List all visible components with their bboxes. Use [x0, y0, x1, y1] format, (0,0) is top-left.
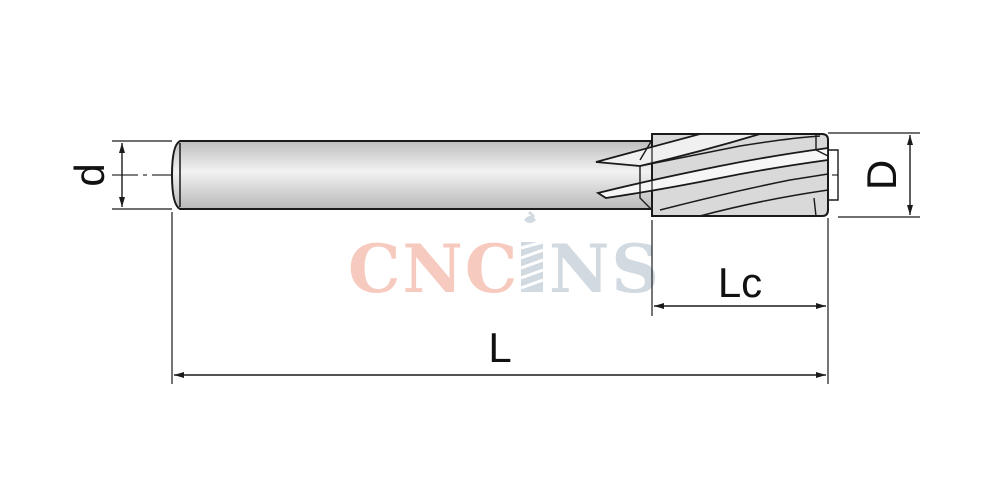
dimension-Lc: Lc [651, 218, 829, 316]
flute-1 [595, 133, 761, 167]
dimension-label-d: d [66, 163, 113, 186]
watermark: CNC NS [348, 210, 661, 308]
flute-2 [595, 146, 829, 199]
dimension-d: d [66, 140, 172, 210]
watermark-text-ns: NS [549, 230, 661, 308]
dimension-label-D: D [858, 160, 905, 190]
dimension-L: L [171, 212, 829, 384]
dimension-D: D [828, 132, 920, 218]
watermark-drill-logo-icon [520, 210, 544, 292]
dimension-label-L: L [488, 324, 511, 371]
cutting-head [595, 133, 839, 217]
dimension-label-Lc: Lc [718, 259, 762, 306]
shank [170, 140, 653, 210]
watermark-text-cnc: CNC [348, 230, 519, 308]
